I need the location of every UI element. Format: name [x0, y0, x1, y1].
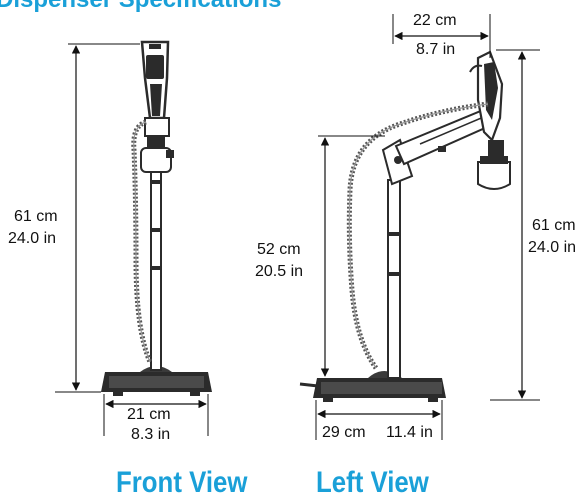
left-height-dimension: 61 cm 24.0 in — [490, 49, 584, 401]
left-arm — [394, 106, 496, 166]
left-reach-cm: 22 cm — [413, 12, 457, 29]
page-title: Dispenser Specifications — [0, 0, 281, 14]
left-base-in: 11.4 in — [386, 424, 433, 441]
left-reach-dimension: 22 cm 8.7 in — [392, 12, 491, 58]
front-height-cm: 61 cm — [14, 208, 58, 225]
left-base-cm: 29 cm — [322, 424, 366, 441]
left-height-in: 24.0 in — [528, 239, 576, 256]
left-view-label: Left View — [316, 466, 429, 499]
left-pole-cm: 52 cm — [257, 241, 301, 258]
left-reach-in: 8.7 in — [416, 41, 455, 58]
front-height-in: 24.0 in — [8, 230, 56, 247]
left-pole-in: 20.5 in — [255, 263, 303, 280]
left-view-drawing — [299, 50, 511, 402]
left-pole — [387, 179, 401, 379]
front-view-label: Front View — [116, 466, 248, 499]
front-base-cm: 21 cm — [127, 406, 171, 423]
left-height-cm: 61 cm — [532, 217, 576, 234]
front-base-dimension: 21 cm 8.3 in — [103, 394, 209, 443]
front-view-drawing — [101, 40, 212, 396]
front-height-dimension: 61 cm 24.0 in — [8, 43, 140, 393]
front-base-in: 8.3 in — [131, 426, 170, 443]
left-base-dimension: 29 cm 11.4 in — [315, 400, 443, 441]
left-pole-dimension: 52 cm 20.5 in — [255, 135, 385, 377]
